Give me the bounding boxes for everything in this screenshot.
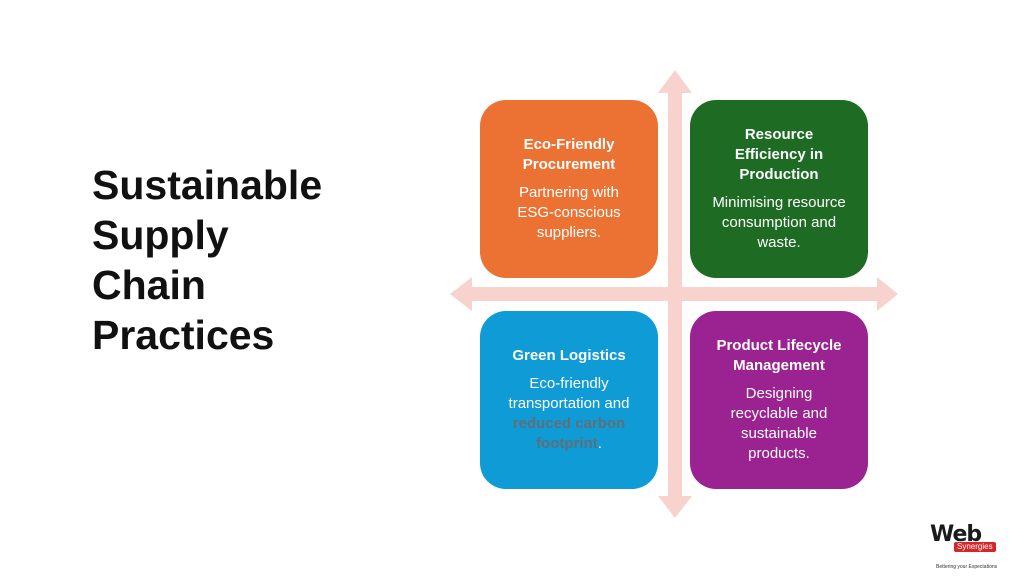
logo-tagline: Bettering your Expectations <box>936 564 998 570</box>
arrow-down-icon <box>658 496 692 518</box>
green-logistics-card: Green Logistics Eco-friendly transportat… <box>480 311 658 489</box>
card-heading: Product Lifecycle Management <box>716 337 842 374</box>
slide-title: Sustainable Supply Chain Practices <box>92 162 323 358</box>
card-heading: Eco-Friendly Procurement <box>522 136 616 173</box>
card-description: Designing recyclable and sustainable pro… <box>730 385 828 462</box>
arrow-left-icon <box>450 277 472 311</box>
card-description: Minimising resource consumption and wast… <box>712 194 846 251</box>
description-end: . <box>597 435 602 452</box>
card-description: Eco-friendly transportation and reduced … <box>492 374 646 454</box>
arrow-up-icon <box>658 70 692 93</box>
logo-badge: Synergies <box>954 542 996 552</box>
card-description: Partnering with ESG-conscious suppliers. <box>517 184 621 241</box>
card-heading: Green Logistics <box>512 347 626 364</box>
card-heading: Resource Efficiency in Production <box>734 126 824 183</box>
arrow-right-icon <box>877 277 898 311</box>
product-lifecycle-card: Product Lifecycle Management Designing r… <box>690 311 868 489</box>
resource-efficiency-card: Resource Efficiency in Production Minimi… <box>690 100 868 278</box>
eco-friendly-procurement-card: Eco-Friendly Procurement Partnering with… <box>480 100 658 278</box>
web-synergies-logo: Web Synergies Bettering your Expectation… <box>922 522 1014 572</box>
description-text: Eco-friendly transportation and <box>508 375 630 412</box>
highlighted-text: reduced carbon footprint <box>512 415 626 452</box>
horizontal-axis-line <box>470 287 880 301</box>
